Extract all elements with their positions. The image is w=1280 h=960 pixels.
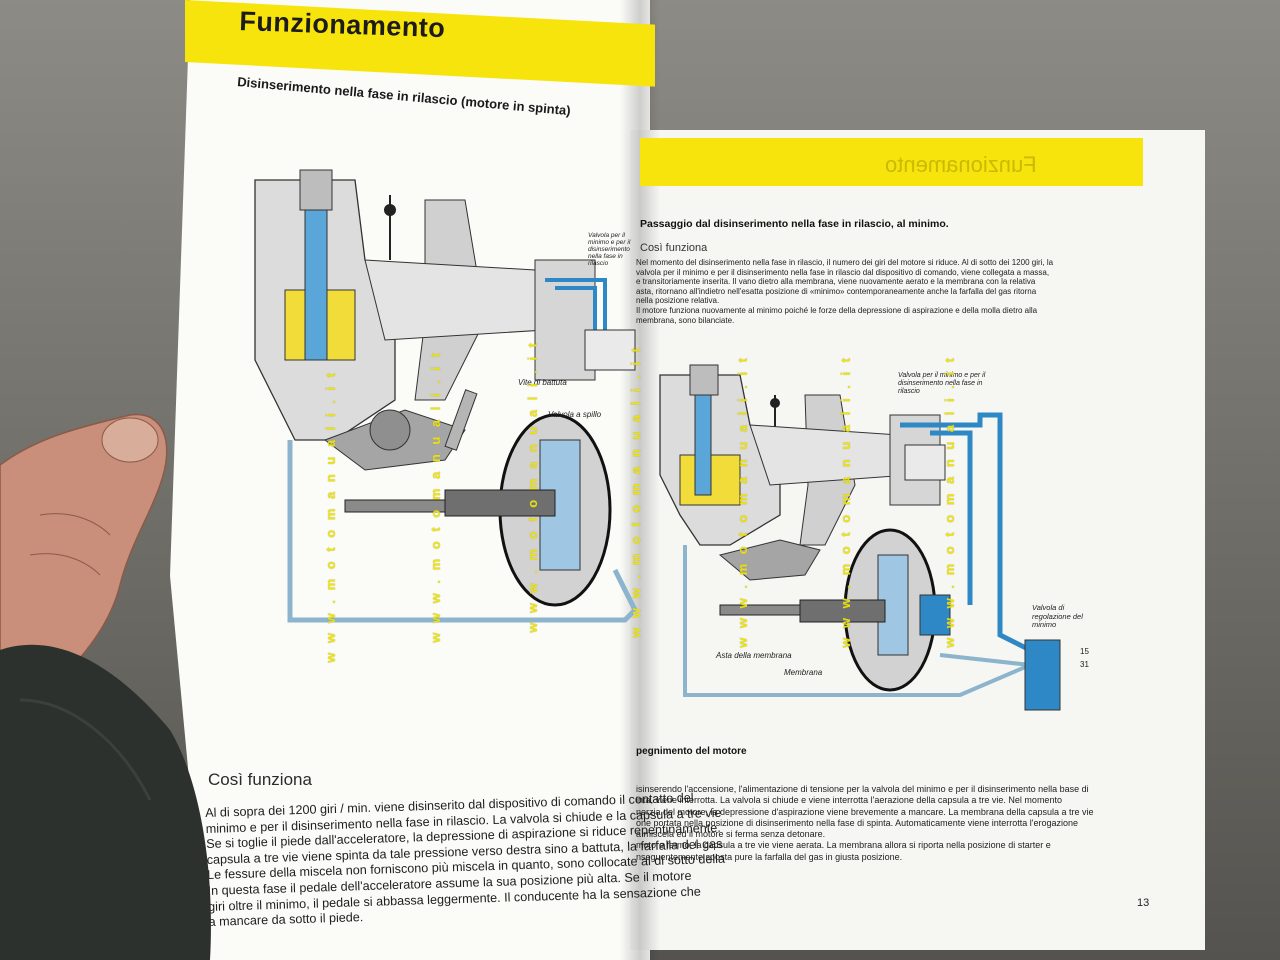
text-line: one portata nella posizione di disinseri… [636,817,1078,828]
text-line: inta, viene interrotta. La valvola si ch… [636,795,1062,806]
watermark: w w w . m o t o m a n u a l i . i t [525,340,540,633]
left-carburetor-diagram [254,169,638,623]
text-line: nella posizione relativa. [636,296,720,306]
text-line: asta, ritornano all'indietro nell'esatta… [636,286,1037,296]
text-line: a miscela ed il motore si ferma senza de… [636,829,826,840]
right-heading-spegnimento: pegnimento del motore [636,746,747,757]
relay-terminal [1024,639,1061,711]
label-valvola-regolazione: Valvola di regolazione del minimo [1032,603,1083,629]
label-terminal-31: 31 [1080,660,1089,669]
watermark: w w w . m o t o m a n u a l i . i t [428,350,443,643]
watermark: w w w . m o t o m a n u a l i . i t [628,345,643,638]
label-asta-membrana: Asta della membrana [716,651,792,660]
right-paragraph: Nel momento del disinserimento nella fas… [636,258,1136,325]
left-paragraph: Al di sopra dei 1200 giri / min. viene d… [205,791,725,930]
label-vite-battuta: Vite di battuta [518,378,567,387]
text-line: Il motore funziona nuovamente al minimo … [636,305,1038,315]
text-line: e transitoriamente inserita. Il vano die… [636,277,1036,287]
label-terminal-15: 15 [1080,647,1089,656]
watermark: w w w . m o t o m a n u a l i . i t [323,370,338,663]
text-line: membrana, sono bilanciate. [636,315,735,325]
sleeve [0,644,211,960]
text-line: valvola per il minimo e per il disinseri… [636,267,1050,277]
text-line: isinserendo l'accensione, l'alimentazion… [636,784,1089,794]
right-paragraph-2: isinserendo l'accensione, l'alimentazion… [636,784,1136,863]
hand-thumb [0,413,168,695]
right-subheading: Così funziona [640,242,708,254]
label-valvola-per-il: Valvola per il minimo e per il disinseri… [588,232,631,267]
left-section-heading: Così funziona [208,770,312,789]
label-membrana: Membrana [784,668,823,677]
watermark: w w w . m o t o m a n u a l i . i t [838,355,853,648]
header-band-right [640,138,1143,186]
text-line: nseguentemente sposta pure la farfalla d… [636,851,903,862]
mirror-bleedthrough-text: Funzionamento [885,152,1037,177]
watermark: w w w . m o t o m a n u a l i . i t [942,355,957,648]
text-line: Nel momento del disinserimento nella fas… [636,258,1054,267]
right-heading: Passaggio dal disinserimento nella fase … [640,218,949,230]
text-line: motore fermo, la capsula a tre vie viene… [636,840,1051,851]
page-number: 13 [1137,897,1150,909]
label-valvola-minimo: Valvola per il minimo e per il disinseri… [898,372,986,395]
right-carburetor-diagram [659,364,1061,711]
label-valvola-spillo: Valvola a spillo [548,410,602,419]
watermark: w w w . m o t o m a n u a l i . i t [735,355,750,648]
text-line: nerzia del motore, la depressione d'aspi… [636,806,1094,817]
